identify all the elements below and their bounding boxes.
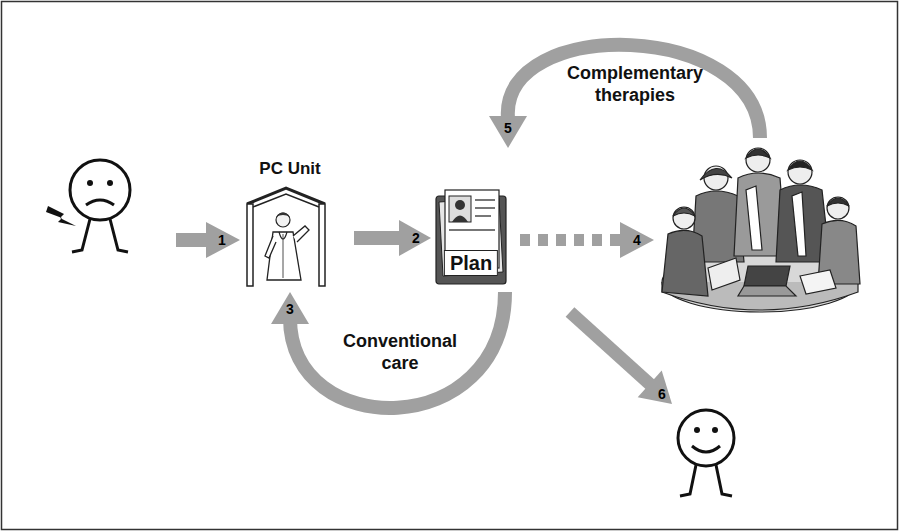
connector-arrow [271,292,505,408]
roof-inner [253,194,319,207]
node-title: PC Unit [241,158,339,180]
post [319,204,325,286]
callout-number: 4 [633,233,641,247]
text-line [449,229,495,231]
callout-number: 6 [658,387,666,401]
arrow-caption: Complementary therapies [550,62,720,106]
arrow-caption: Conventional care [325,330,475,374]
arrow-head [399,220,431,256]
lightning-bolt [46,206,76,226]
post [247,204,253,286]
arrow-6 [570,312,672,404]
arrow-shaft [290,292,505,408]
dotted-arrow-4 [520,222,654,258]
text-line [475,199,495,201]
arrow-shaft [354,231,403,245]
care-unit-icon [241,184,331,288]
coat-seam [283,234,284,278]
doctor-arm [293,226,309,242]
text-line [475,207,495,209]
curved-arrow-5 [489,45,760,148]
photo-body [452,216,468,223]
callout-number: 3 [286,302,294,316]
callout-number: 5 [504,121,512,135]
sad-face [70,160,130,252]
roof [247,188,325,204]
team-meeting [662,148,860,312]
text-line [475,215,491,217]
photo [449,196,471,222]
doctor-arm [265,236,276,258]
doctor-head [276,213,290,227]
happy-face [678,410,734,496]
photo-head [455,200,465,210]
doctor-hair [276,213,290,218]
care-unit: PC Unit [241,158,339,290]
arrow-1 [176,222,240,258]
connector-arrow [354,220,431,256]
arrow-head [271,292,309,324]
node-title: Plan [444,250,498,276]
plan-folder: Plan [433,188,509,288]
callout-number: 2 [412,231,420,245]
callout-number: 1 [218,233,226,247]
